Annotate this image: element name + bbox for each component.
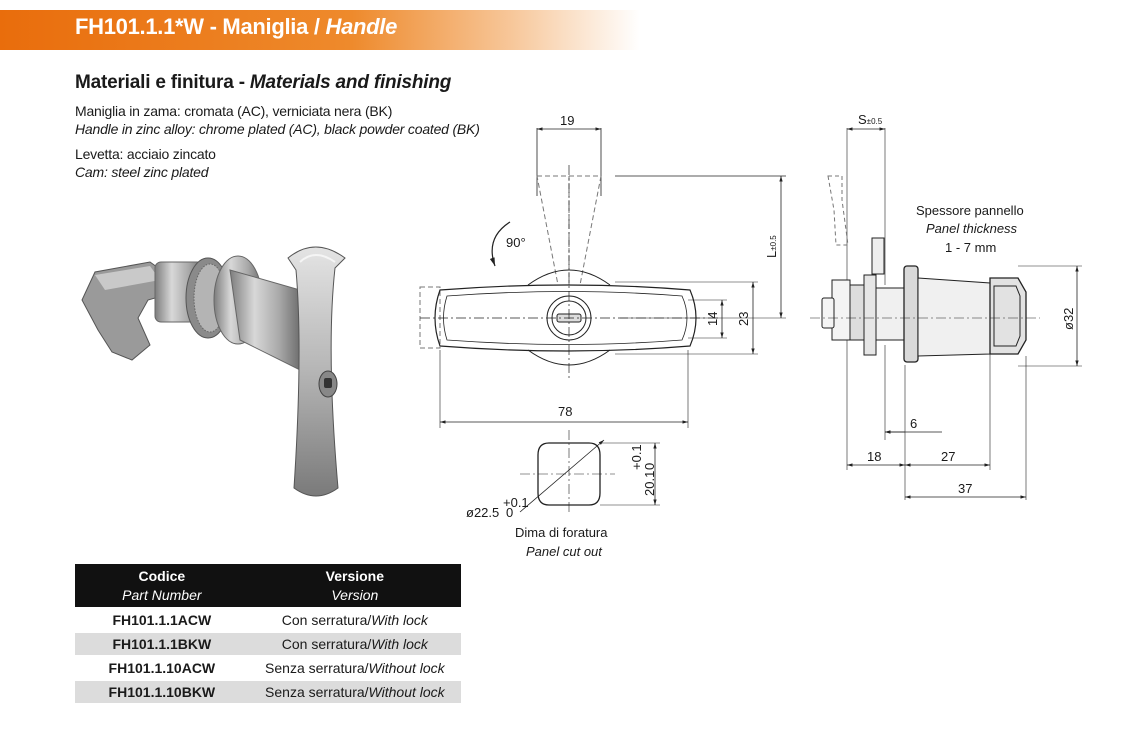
- cutout-label-it: Dima di foratura: [515, 525, 608, 540]
- panel-cutout: [519, 430, 660, 515]
- dim-18: 18: [867, 449, 881, 464]
- svg-text:0: 0: [506, 505, 513, 520]
- panel-thickness-en: Panel thickness: [926, 221, 1018, 236]
- materials-line2-en: Cam: steel zinc plated: [75, 164, 209, 180]
- part-version: Senza serratura/Without lock: [248, 679, 461, 703]
- dim-32: ø32: [1061, 308, 1076, 330]
- materials-line1-en: Handle in zinc alloy: chrome plated (AC)…: [75, 121, 480, 137]
- product-photo: [81, 246, 346, 497]
- product-name-it: Maniglia: [222, 14, 309, 39]
- table-row: FH101.1.1BKW Con serratura/With lock: [75, 631, 461, 656]
- product-name-en: Handle: [325, 14, 398, 39]
- side-view-dimensions: S±0.5 Spessore pannello Panel thickness …: [858, 112, 1076, 496]
- materials-line1-it: Maniglia in zama: cromata (AC), vernicia…: [75, 103, 393, 119]
- part-version: Senza serratura/Without lock: [248, 655, 461, 680]
- table-header-row: Codice Part Number Versione Version: [75, 564, 461, 608]
- dim-S: S±0.5: [858, 112, 883, 127]
- panel-thickness-it: Spessore pannello: [916, 203, 1024, 218]
- panel-thickness-range: 1 - 7 mm: [945, 240, 996, 255]
- dim-dia-22-5: ø22.5: [466, 505, 499, 520]
- dim-19: 19: [560, 113, 574, 128]
- front-view: [419, 127, 786, 428]
- part-code: FH101.1.10ACW: [75, 655, 249, 680]
- header-bar: [0, 10, 640, 50]
- materials-line2-it: Levetta: acciaio zincato: [75, 146, 216, 162]
- dim-37: 37: [958, 481, 972, 496]
- part-code: FH101.1.1ACW: [75, 607, 249, 632]
- part-version: Con serratura/With lock: [248, 607, 461, 632]
- table-row: FH101.1.10BKW Senza serratura/Without lo…: [75, 679, 461, 703]
- front-view-dimensions: 19 90° L±0.5 14 23 78: [506, 113, 779, 419]
- dim-6: 6: [910, 416, 917, 431]
- header-code: Codice Part Number: [75, 564, 249, 608]
- part-version: Con serratura/With lock: [248, 631, 461, 656]
- part-number-table: Codice Part Number Versione Version FH10…: [75, 564, 461, 703]
- cutout-label-en: Panel cut out: [526, 544, 603, 559]
- side-view: [810, 127, 1082, 500]
- table-row: FH101.1.10ACW Senza serratura/Without lo…: [75, 655, 461, 680]
- dim-23: 23: [736, 312, 751, 326]
- product-code: FH101.1.1*W: [75, 14, 204, 39]
- svg-text:0: 0: [642, 463, 657, 470]
- dim-27: 27: [941, 449, 955, 464]
- dim-78: 78: [558, 404, 572, 419]
- part-code: FH101.1.10BKW: [75, 679, 249, 703]
- header-version: Versione Version: [248, 564, 461, 608]
- svg-text:+0.1: +0.1: [629, 444, 644, 470]
- dim-14: 14: [705, 312, 720, 326]
- part-code: FH101.1.1BKW: [75, 631, 249, 656]
- table-row: FH101.1.1ACW Con serratura/With lock: [75, 607, 461, 632]
- dim-L: L±0.5: [764, 235, 779, 258]
- dim-rotation: 90°: [506, 235, 526, 250]
- materials-title: Materiali e finitura - Materials and fin…: [75, 72, 452, 93]
- panel-cutout-dimensions: 20.1 +0.1 0 ø22.5 +0.1 0 Dima di foratur…: [466, 444, 657, 559]
- svg-text:+0.1: +0.1: [503, 495, 529, 510]
- dim-20-1: 20.1: [642, 471, 657, 496]
- product-title: FH101.1.1*W - Maniglia / Handle: [75, 14, 398, 39]
